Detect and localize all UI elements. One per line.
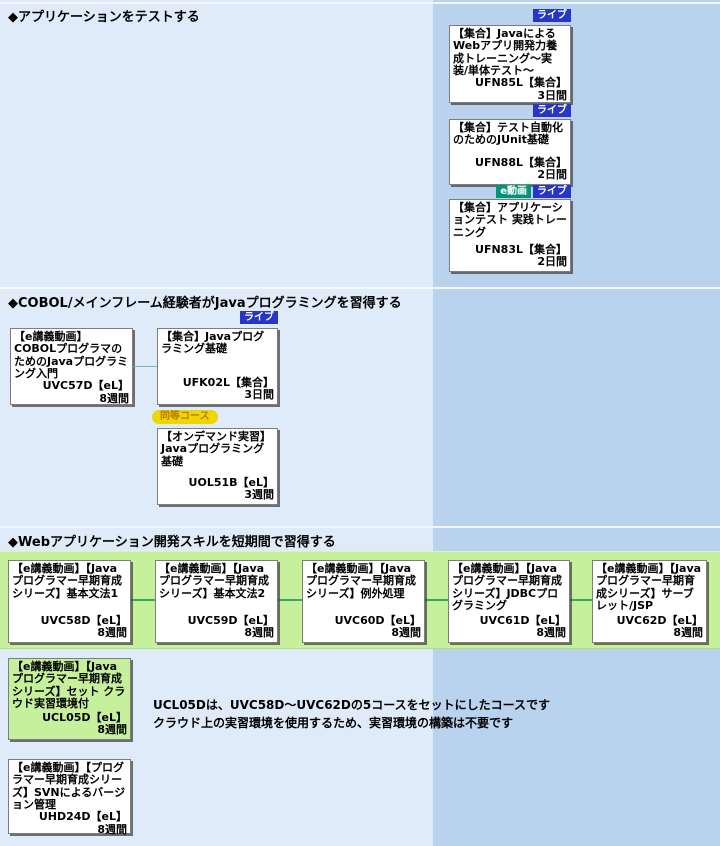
connector-line bbox=[425, 599, 448, 601]
section-title-cobol: ◆COBOL/メインフレーム経験者がJavaプログラミングを習得する bbox=[8, 296, 402, 311]
course-name: 【e講義動画】【プログラマー早期育成シリーズ】SVNによるバージョン管理 bbox=[12, 761, 126, 811]
note-line-1: UCL05Dは、UVC58D～UVC62Dの5コースをセットにしたコースです bbox=[153, 698, 551, 712]
course-code: UFK02L【集合】 bbox=[182, 375, 274, 389]
badge-row: ライブ bbox=[157, 311, 278, 324]
section-title-web: ◆Webアプリケーション開発スキルを短期間で習得する bbox=[8, 535, 336, 550]
course-code: UVC62D【eL】 bbox=[616, 613, 703, 627]
course-box-ufk02l[interactable]: 【集合】Javaプログラミング基礎 UFK02L【集合】 3日間 bbox=[157, 328, 278, 405]
evideo-badge: e動画 bbox=[496, 185, 531, 198]
course-duration: 8週間 bbox=[97, 822, 127, 836]
course-name: 【e講義動画】COBOLプログラマのためのJavaプログラミング入門 bbox=[14, 330, 129, 380]
course-duration: 3日間 bbox=[244, 388, 274, 402]
course-duration: 3週間 bbox=[244, 488, 274, 502]
live-badge: ライブ bbox=[533, 104, 571, 117]
course-box-uvc59d[interactable]: 【e講義動画】【Javaプログラマー早期育成シリーズ】基本文法2 UVC59D【… bbox=[155, 560, 278, 643]
course-box-ufn83l[interactable]: 【集合】アプリケーションテスト 実践トレーニング UFN83L【集合】 2日間 bbox=[449, 199, 571, 272]
equivalent-course-badge: 同等コース bbox=[152, 410, 218, 424]
connector-line bbox=[131, 599, 155, 601]
course-code: UCL05D【eL】 bbox=[42, 710, 127, 724]
note-line-2: クラウド上の実習環境を使用するため、実習環境の構築は不要です bbox=[153, 716, 514, 730]
badge-row: ライブ bbox=[449, 9, 571, 22]
section-divider bbox=[0, 287, 720, 289]
course-code: UVC57D【eL】 bbox=[42, 379, 129, 393]
course-box-uvc61d[interactable]: 【e講義動画】【Javaプログラマー早期育成シリーズ】JDBCプログラミング U… bbox=[448, 560, 570, 643]
course-name: 【e講義動画】【Javaプログラマー早期育成シリーズ】セット クラウド実習環境付 bbox=[12, 660, 126, 710]
course-name: 【オンデマンド実習】Javaプログラミング基礎 bbox=[161, 430, 271, 468]
badge-row: ライブ bbox=[449, 104, 571, 117]
course-box-uvc62d[interactable]: 【e講義動画】【Javaプログラマー早期育成シリーズ】サーブレット/JSP UV… bbox=[592, 560, 707, 643]
course-duration: 2日間 bbox=[537, 168, 567, 182]
course-duration: 8週間 bbox=[97, 626, 127, 640]
course-duration: 8週間 bbox=[97, 723, 127, 737]
course-code: UOL51B【eL】 bbox=[188, 475, 274, 489]
course-code: UVC60D【eL】 bbox=[334, 613, 421, 627]
course-box-uvc57d[interactable]: 【e講義動画】COBOLプログラマのためのJavaプログラミング入門 UVC57… bbox=[10, 328, 133, 405]
live-badge: ライブ bbox=[533, 9, 571, 22]
course-code: UFN83L【集合】 bbox=[475, 242, 567, 256]
course-duration: 3日間 bbox=[537, 88, 567, 102]
course-code: UVC61D【eL】 bbox=[479, 613, 566, 627]
connector-line bbox=[133, 366, 157, 367]
course-duration: 8週間 bbox=[244, 626, 274, 640]
course-name: 【e講義動画】【Javaプログラマー早期育成シリーズ】例外処理 bbox=[306, 562, 416, 600]
course-duration: 8週間 bbox=[673, 626, 703, 640]
course-name: 【e講義動画】【Javaプログラマー早期育成シリーズ】基本文法1 bbox=[12, 562, 122, 600]
live-badge: ライブ bbox=[533, 185, 571, 198]
course-name: 【集合】アプリケーションテスト 実践トレーニング bbox=[453, 201, 567, 239]
course-code: UFN88L【集合】 bbox=[475, 155, 567, 169]
course-name: 【e講義動画】【Javaプログラマー早期育成シリーズ】サーブレット/JSP bbox=[596, 562, 702, 612]
course-duration: 8週間 bbox=[391, 626, 421, 640]
course-code: UVC59D【eL】 bbox=[187, 613, 274, 627]
section-divider bbox=[0, 526, 720, 528]
course-box-uvc58d[interactable]: 【e講義動画】【Javaプログラマー早期育成シリーズ】基本文法1 UVC58D【… bbox=[8, 560, 131, 643]
section-title-test: ◆アプリケーションをテストする bbox=[8, 10, 200, 25]
course-code: UHD24D【eL】 bbox=[38, 810, 127, 824]
live-badge: ライブ bbox=[240, 311, 278, 324]
course-name: 【集合】Javaプログラミング基礎 bbox=[161, 330, 265, 356]
course-box-ufn88l[interactable]: 【集合】テスト自動化のためのJUnit基礎 UFN88L【集合】 2日間 bbox=[449, 119, 571, 185]
connector-line bbox=[278, 599, 302, 601]
badge-row: e動画ライブ bbox=[449, 185, 571, 198]
section-divider bbox=[0, 2, 720, 4]
course-box-uhd24d[interactable]: 【e講義動画】【プログラマー早期育成シリーズ】SVNによるバージョン管理 UHD… bbox=[8, 759, 131, 836]
connector-line bbox=[570, 599, 592, 601]
course-box-ucl05d[interactable]: 【e講義動画】【Javaプログラマー早期育成シリーズ】セット クラウド実習環境付… bbox=[8, 658, 131, 740]
course-box-ufn85l[interactable]: 【集合】JavaによるWebアプリ開発力養成トレーニング～実装/単体テスト～ U… bbox=[449, 25, 571, 103]
course-box-uol51b[interactable]: 【オンデマンド実習】Javaプログラミング基礎 UOL51B【eL】 3週間 bbox=[157, 428, 278, 505]
course-name: 【e講義動画】【Javaプログラマー早期育成シリーズ】JDBCプログラミング bbox=[452, 562, 562, 612]
course-box-uvc60d[interactable]: 【e講義動画】【Javaプログラマー早期育成シリーズ】例外処理 UVC60D【e… bbox=[302, 560, 425, 643]
course-code: UFN85L【集合】 bbox=[475, 76, 567, 90]
course-duration: 2日間 bbox=[537, 255, 567, 269]
course-name: 【e講義動画】【Javaプログラマー早期育成シリーズ】基本文法2 bbox=[159, 562, 269, 600]
course-duration: 8週間 bbox=[99, 391, 129, 405]
course-name: 【集合】テスト自動化のためのJUnit基礎 bbox=[453, 121, 563, 147]
course-name: 【集合】JavaによるWebアプリ開発力養成トレーニング～実装/単体テスト～ bbox=[453, 27, 558, 77]
course-duration: 8週間 bbox=[536, 626, 566, 640]
course-code: UVC58D【eL】 bbox=[40, 613, 127, 627]
